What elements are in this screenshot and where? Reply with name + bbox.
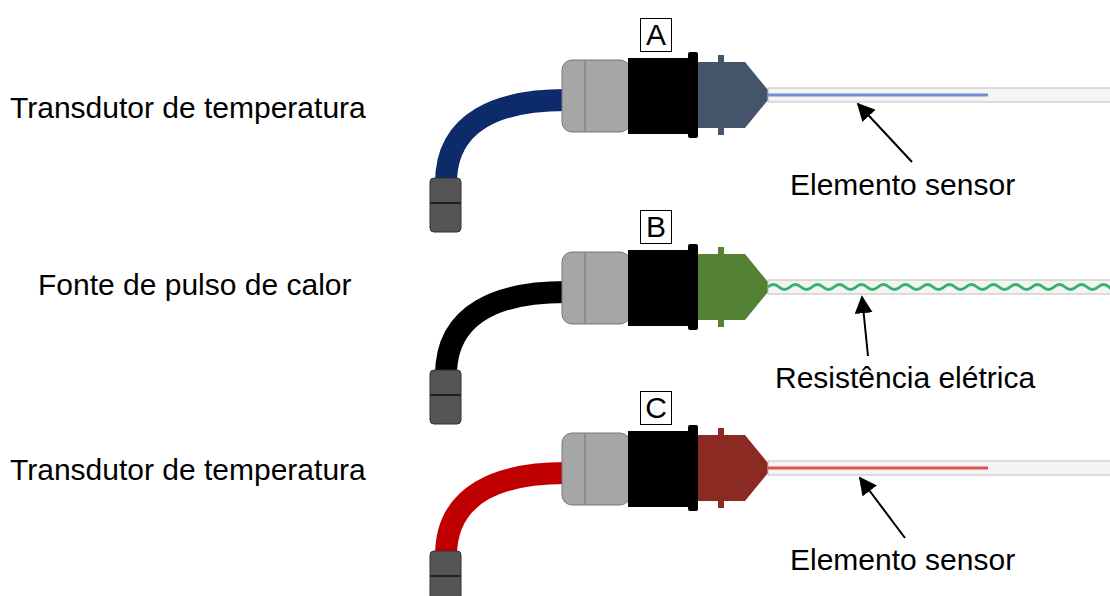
letter-box: B [640, 210, 672, 244]
part-label: Resistência elétrica [775, 361, 1035, 396]
temperature-probe [430, 52, 1110, 232]
leader-arrow [860, 478, 905, 538]
letter-box: C [640, 391, 672, 425]
callout-letter: A [645, 19, 667, 51]
probe-label: Transdutor de temperatura [10, 91, 366, 126]
temperature-probe [430, 425, 1110, 596]
heat-pulse-probe [430, 244, 1110, 424]
probe-label: Transdutor de temperatura [10, 453, 366, 488]
letter-box: A [640, 18, 672, 52]
callout-letter: B [645, 211, 667, 243]
leader-arrow [862, 297, 868, 356]
callout-letter: C [645, 392, 667, 424]
probe-label: Fonte de pulso de calor [38, 268, 352, 303]
part-label: Elemento sensor [790, 543, 1015, 578]
leader-arrow [858, 104, 912, 162]
part-label: Elemento sensor [790, 168, 1015, 203]
